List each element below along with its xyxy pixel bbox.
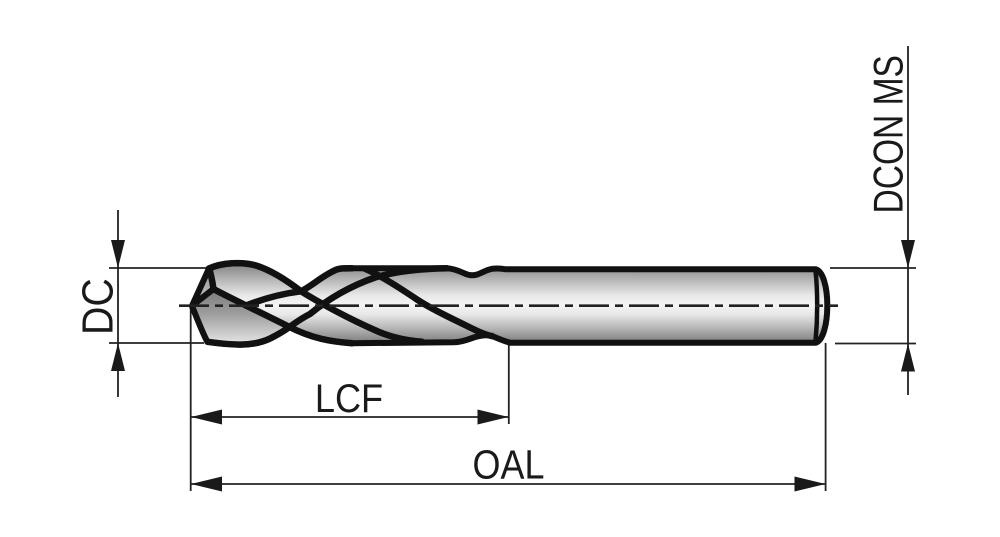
svg-text:DCON MS: DCON MS	[866, 55, 912, 213]
svg-text:LCF: LCF	[315, 376, 383, 421]
svg-text:OAL: OAL	[473, 442, 545, 488]
svg-text:DC: DC	[73, 278, 122, 335]
